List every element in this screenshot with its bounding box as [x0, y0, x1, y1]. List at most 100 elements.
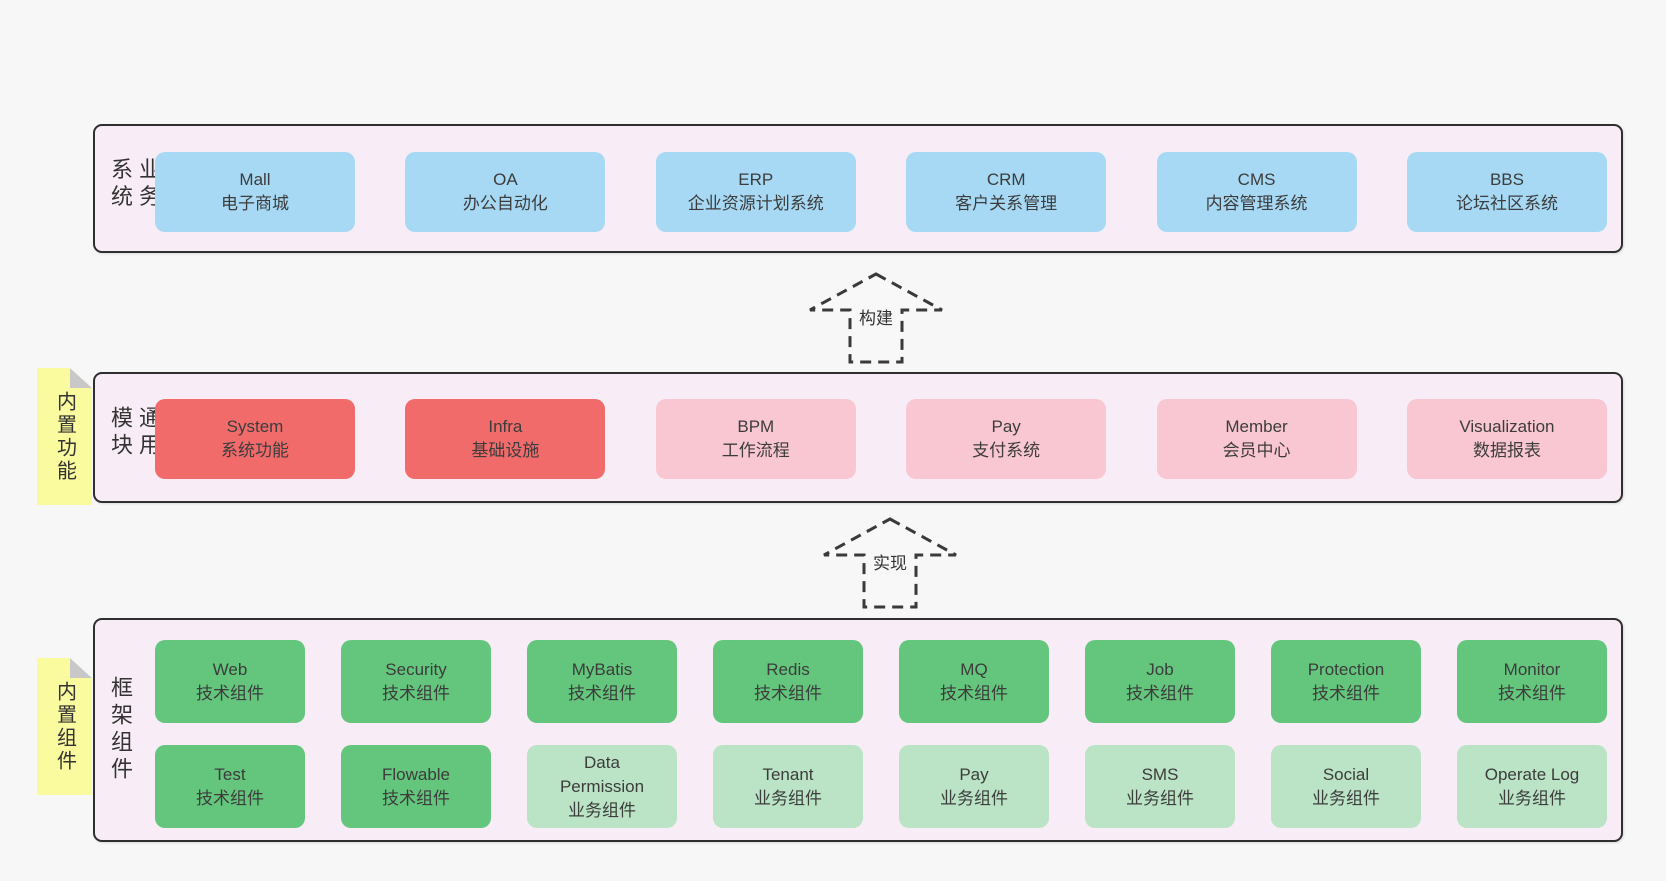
box-crm: CRM 客户关系管理: [906, 152, 1107, 232]
box-subtitle: 技术组件: [568, 683, 636, 703]
box-sms: SMS 业务组件: [1085, 745, 1235, 828]
box-title: Monitor: [1503, 659, 1561, 679]
box-title: Security: [385, 659, 447, 679]
box-title: BPM: [737, 417, 775, 436]
box-job: Job 技术组件: [1085, 640, 1235, 723]
box-subtitle: 技术组件: [1312, 683, 1380, 703]
box-infra: Infra 基础设施: [405, 399, 606, 479]
box-subtitle: 客户关系管理: [955, 194, 1058, 213]
section-business-systems: 业务系统 Mall 电子商城 OA 办公自动化 ERP 企业资源计划系统 CRM 客户关系管理…: [93, 124, 1623, 253]
box-oa: OA 办公自动化: [405, 152, 606, 232]
section-label: 业务系统: [108, 157, 161, 212]
box-subtitle: 基础设施: [471, 441, 540, 460]
box-title: System: [226, 417, 284, 436]
component-row: System 系统功能 Infra 基础设施 BPM 工作流程 Pay 支付系统 Member 会…: [155, 399, 1607, 479]
box-title: SMS: [1141, 764, 1179, 784]
section-label: 框架组件: [108, 676, 133, 784]
box-mall: Mall 电子商城: [155, 152, 355, 232]
box-subtitle: 技术组件: [382, 683, 450, 703]
box-subtitle: 论坛社区系统: [1455, 194, 1558, 213]
box-subtitle: 工作流程: [721, 441, 790, 460]
box-title: CMS: [1237, 170, 1276, 189]
folded-corner-icon: [70, 658, 92, 678]
box-monitor: Monitor 技术组件: [1457, 640, 1607, 723]
box-title: MyBatis: [571, 659, 633, 679]
box-title: Flowable: [381, 764, 451, 784]
box-title: MQ: [960, 659, 988, 679]
box-tenant: Tenant 业务组件: [713, 745, 863, 828]
folded-corner-icon: [70, 368, 92, 388]
box-title: Test: [214, 764, 246, 784]
box-title: Pay: [991, 417, 1021, 436]
box-title: Mall: [239, 170, 271, 189]
box-web: Web 技术组件: [155, 640, 305, 723]
box-subtitle: 技术组件: [940, 683, 1008, 703]
box-title: Data Permission: [559, 752, 645, 796]
box-subtitle: 内容管理系统: [1205, 194, 1308, 213]
box-title: Social: [1322, 764, 1370, 784]
box-subtitle: 系统功能: [221, 441, 289, 460]
box-subtitle: 技术组件: [382, 788, 450, 808]
box-subtitle: 电子商城: [221, 194, 289, 213]
box-subtitle: 业务组件: [1126, 788, 1194, 808]
box-title: CRM: [986, 170, 1026, 189]
box-subtitle: 业务组件: [1312, 788, 1380, 808]
box-title: OA: [493, 170, 518, 189]
section-rows: System 系统功能 Infra 基础设施 BPM 工作流程 Pay 支付系统 Member 会…: [155, 399, 1607, 479]
arrow-label: 实现: [871, 553, 909, 575]
box-title: Member: [1225, 417, 1288, 436]
box-bpm: BPM 工作流程: [655, 399, 856, 479]
box-data-permission: Data Permission 业务组件: [527, 745, 677, 828]
box-subtitle: 办公自动化: [462, 194, 548, 213]
arrow-build: 构建: [808, 272, 944, 364]
component-row: Mall 电子商城 OA 办公自动化 ERP 企业资源计划系统 CRM 客户关系管理 CMS 内容…: [155, 152, 1607, 232]
box-subtitle: 支付系统: [972, 441, 1041, 460]
box-title: Tenant: [762, 764, 814, 784]
box-title: Protection: [1307, 659, 1385, 679]
box-visualization: Visualization 数据报表: [1406, 399, 1607, 479]
box-title: Web: [212, 659, 248, 679]
section-rows: Mall 电子商城 OA 办公自动化 ERP 企业资源计划系统 CRM 客户关系管理 CMS 内容…: [155, 152, 1607, 232]
box-title: ERP: [738, 170, 774, 189]
box-subtitle: 技术组件: [196, 683, 264, 703]
box-title: BBS: [1489, 170, 1524, 189]
box-subtitle: 业务组件: [1498, 788, 1566, 808]
box-subtitle: 技术组件: [196, 788, 264, 808]
box-subtitle: 技术组件: [1498, 683, 1566, 703]
section-label: 通用模块: [108, 405, 161, 460]
sticky-note-builtin-features: 内置功能: [37, 368, 92, 505]
box-protection: Protection 技术组件: [1271, 640, 1421, 723]
sticky-note-text: 内置功能: [53, 390, 76, 483]
box-title: Pay: [959, 764, 989, 784]
box-test: Test 技术组件: [155, 745, 305, 828]
box-security: Security 技术组件: [341, 640, 491, 723]
box-system: System 系统功能: [155, 399, 355, 479]
box-subtitle: 业务组件: [754, 788, 822, 808]
box-title: Job: [1146, 659, 1174, 679]
box-subtitle: 数据报表: [1472, 441, 1541, 460]
arrow-label: 构建: [857, 308, 895, 330]
box-subtitle: 技术组件: [1126, 683, 1194, 703]
box-subtitle: 会员中心: [1222, 441, 1291, 460]
box-mybatis: MyBatis 技术组件: [527, 640, 677, 723]
sticky-note-builtin-components: 内置组件: [37, 658, 92, 795]
box-subtitle: 企业资源计划系统: [687, 194, 824, 213]
sticky-note-text: 内置组件: [53, 680, 76, 773]
box-erp: ERP 企业资源计划系统: [655, 152, 856, 232]
box-title: Redis: [766, 659, 810, 679]
section-framework-components: 框架组件 Web 技术组件 Security 技术组件 MyBatis 技术组件 Redis…: [93, 618, 1623, 842]
section-common-modules: 通用模块 System 系统功能 Infra 基础设施 BPM 工作流程 Pay 支付系统 Me…: [93, 372, 1623, 503]
box-member: Member 会员中心: [1156, 399, 1357, 479]
box-subtitle: 业务组件: [568, 800, 636, 820]
box-title: Visualization: [1459, 417, 1555, 436]
box-mq: MQ 技术组件: [899, 640, 1049, 723]
box-bbs: BBS 论坛社区系统: [1406, 152, 1607, 232]
box-cms: CMS 内容管理系统: [1156, 152, 1357, 232]
box-title: Infra: [488, 417, 523, 436]
